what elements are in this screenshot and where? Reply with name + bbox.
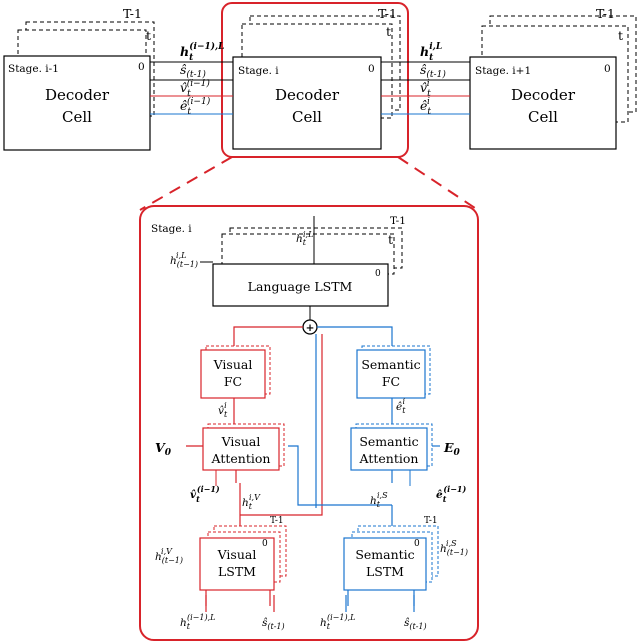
stage-label: Stage. i-1 — [8, 63, 59, 75]
t-label: t — [618, 28, 623, 43]
visual-lstm: T-1 0 Visual LSTM — [199, 516, 287, 591]
T-label: T-1 — [123, 6, 142, 21]
T-label: T-1 — [596, 6, 615, 21]
bottom-h-semantic: ht(i−1),L — [320, 613, 355, 631]
v-in-label: v̂t(i−1) — [190, 484, 220, 504]
zoom-line-left — [139, 156, 233, 211]
semantic-attention: Semantic Attention — [350, 423, 433, 471]
language-lstm: T-1 t 0 Language LSTM hti,L h(t−1)i,L — [170, 215, 406, 307]
cell-title-line2: Cell — [528, 108, 558, 126]
svg-text:ŝ(t-1): ŝ(t-1) — [180, 62, 206, 80]
e-hat-label: êti — [396, 397, 406, 415]
svg-text:êt(i−1): êt(i−1) — [180, 96, 211, 117]
svg-text:Semantic: Semantic — [355, 547, 414, 562]
stage-label: Stage. i+1 — [475, 65, 531, 77]
detail-panel — [139, 205, 479, 641]
hV-label: hti,V — [242, 493, 261, 511]
decoder-cell-prev: T-1 t 0 Stage. i-1 Decoder Cell — [3, 6, 155, 151]
svg-text:T-1: T-1 — [390, 215, 406, 227]
signals-right: hti,L ŝ(t-1) v̂ti êti — [420, 42, 446, 117]
V0-label: V0 — [155, 440, 172, 458]
svg-text:Attention: Attention — [211, 451, 271, 466]
svg-text:h(t−1)i,L: h(t−1)i,L — [170, 251, 198, 269]
visual-bottom-inputs — [205, 590, 271, 606]
cell-title-line1: Decoder — [511, 86, 576, 104]
connectors-right — [381, 61, 470, 115]
svg-text:t: t — [388, 232, 393, 247]
svg-text:0: 0 — [414, 539, 420, 549]
bottom-s-semantic: ŝ(t-1) — [404, 617, 427, 631]
svg-text:Semantic: Semantic — [359, 434, 418, 449]
svg-text:0: 0 — [375, 269, 381, 279]
T-label: T-1 — [378, 6, 397, 21]
svg-text:hti,L: hti,L — [296, 230, 313, 247]
svg-text:T-1: T-1 — [270, 516, 284, 526]
svg-text:Attention: Attention — [359, 451, 419, 466]
language-lstm-label: Language LSTM — [248, 279, 353, 294]
cell-title-line2: Cell — [292, 108, 322, 126]
hV-prev-label: h(t−1)i,V — [155, 547, 183, 565]
visual-attention: Visual Attention — [202, 423, 285, 471]
visual-fc: Visual FC — [200, 345, 271, 399]
svg-text:ŝ(t-1): ŝ(t-1) — [420, 62, 446, 80]
cell-title-line1: Decoder — [45, 86, 110, 104]
detail-stage-label: Stage. i — [151, 223, 192, 235]
zero-label: 0 — [138, 61, 145, 73]
svg-text:v̂t(i−1): v̂t(i−1) — [180, 78, 210, 99]
bottom-h-visual: ht(i−1),L — [180, 613, 215, 631]
stage-label: Stage. i — [238, 65, 279, 77]
svg-text:0: 0 — [262, 539, 268, 549]
hS-label: hti,S — [370, 491, 388, 509]
svg-text:hti,L: hti,L — [420, 42, 442, 63]
svg-text:Semantic: Semantic — [361, 357, 420, 372]
decoder-cell-next: T-1 t 0 Stage. i+1 Decoder Cell — [469, 6, 637, 150]
signals-left: ht(i−1),L ŝ(t-1) v̂t(i−1) êt(i−1) — [180, 41, 224, 117]
sum-symbol: + — [306, 322, 315, 334]
t-label: t — [146, 28, 151, 43]
svg-text:T-1: T-1 — [424, 516, 438, 526]
t-label: t — [386, 24, 391, 39]
semantic-fc: Semantic FC — [356, 345, 431, 399]
bottom-s-visual: ŝ(t-1) — [262, 617, 285, 631]
semantic-lstm: T-1 0 Semantic LSTM — [343, 516, 439, 591]
svg-text:Visual: Visual — [217, 547, 257, 562]
zero-label: 0 — [604, 63, 611, 75]
svg-text:FC: FC — [224, 374, 242, 389]
svg-text:Visual: Visual — [221, 434, 261, 449]
e-in-label: êt(i−1) — [436, 484, 466, 504]
cell-title-line2: Cell — [62, 108, 92, 126]
svg-text:v̂ti: v̂ti — [420, 79, 431, 99]
v-hat-label: v̂ti — [218, 401, 228, 419]
svg-text:ht(i−1),L: ht(i−1),L — [180, 41, 224, 63]
svg-text:êti: êti — [420, 97, 431, 117]
cell-title-line1: Decoder — [275, 86, 340, 104]
E0-label: E0 — [443, 440, 461, 458]
hS-prev-label: h(t−1)i,S — [440, 539, 468, 557]
zero-label: 0 — [368, 63, 375, 75]
svg-text:FC: FC — [382, 374, 400, 389]
svg-text:LSTM: LSTM — [218, 564, 256, 579]
semantic-bottom-inputs — [347, 590, 415, 606]
decoder-cell-current: T-1 t 0 Stage. i Decoder Cell — [232, 6, 401, 150]
zoom-line-right — [397, 156, 479, 211]
connectors-left — [150, 61, 233, 115]
svg-text:LSTM: LSTM — [366, 564, 404, 579]
svg-text:Visual: Visual — [213, 357, 253, 372]
